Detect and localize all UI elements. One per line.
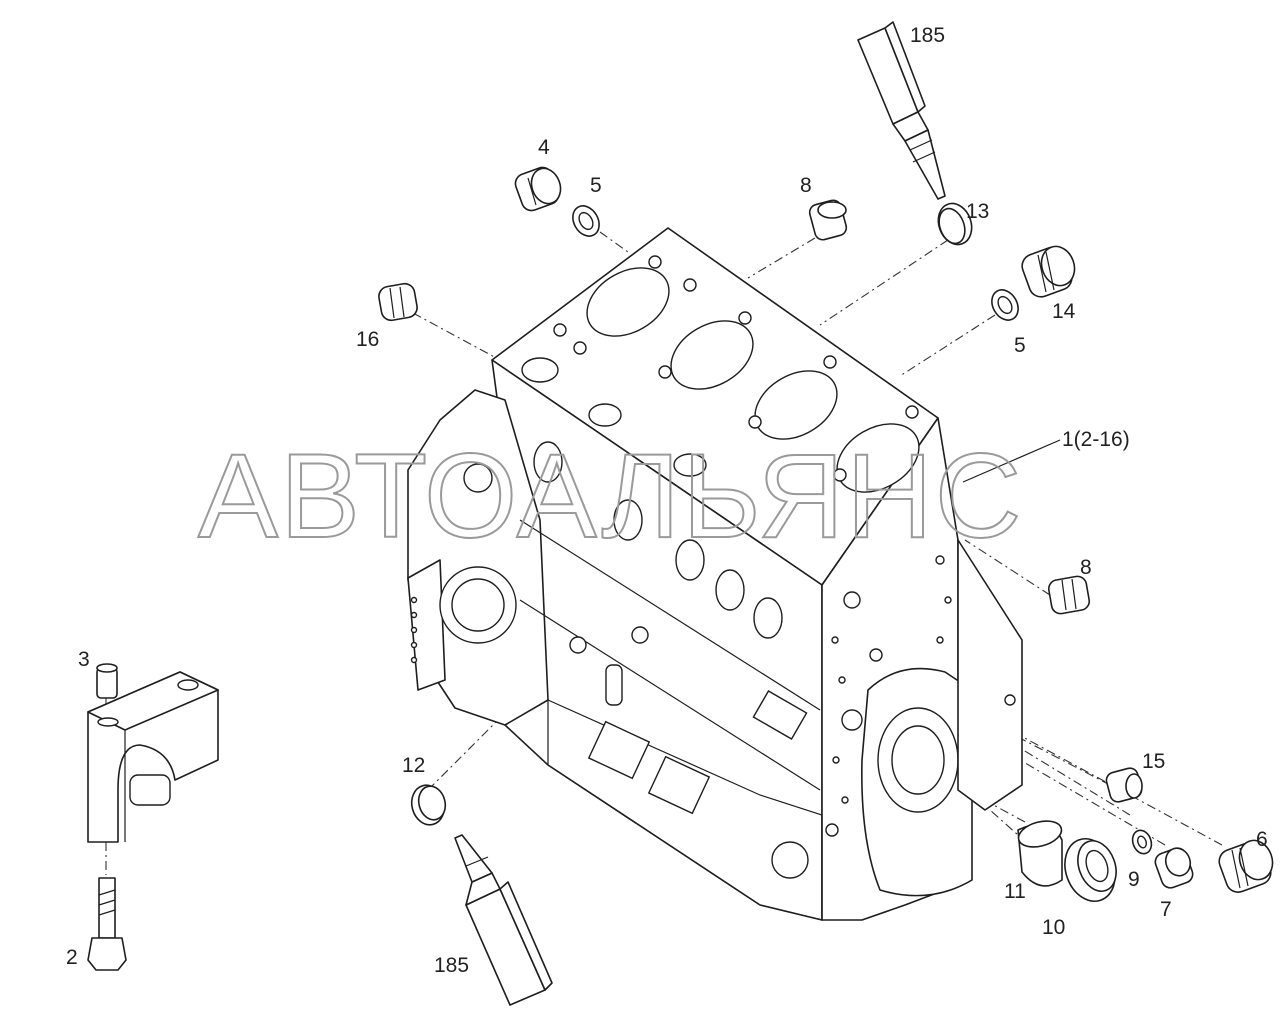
callout-11: 11	[1004, 880, 1026, 903]
bearing-cap-assembly	[87, 663, 219, 971]
callout-5-top: 5	[590, 174, 602, 197]
engine-block	[407, 227, 1023, 921]
callout-16: 16	[356, 328, 379, 351]
plug-14	[1021, 245, 1076, 298]
callout-1: 1(2-16)	[1062, 428, 1130, 451]
callout-8-right: 8	[1080, 556, 1092, 579]
seal-ring-5-right	[991, 289, 1019, 321]
callout-10: 10	[1042, 916, 1065, 939]
callout-2: 2	[66, 946, 78, 969]
callout-13: 13	[966, 200, 989, 223]
washer-9	[1131, 829, 1153, 855]
plug-8-top	[808, 199, 848, 241]
plug-6	[1218, 839, 1274, 893]
seal-10	[1064, 838, 1117, 902]
bearing-cap-bolt	[98, 877, 116, 939]
sealant-tube-bottom	[454, 834, 553, 1006]
callout-4: 4	[538, 136, 550, 159]
seal-ring-5-top	[572, 205, 600, 237]
plug-8-right	[1047, 575, 1091, 615]
cap-12	[410, 784, 447, 826]
callout-6: 6	[1256, 828, 1268, 851]
plug-7	[1154, 847, 1194, 889]
watermark: АВТОАЛЬЯНС	[198, 429, 1023, 563]
callout-9: 9	[1128, 868, 1140, 891]
callout-7: 7	[1160, 898, 1172, 921]
plug-16	[378, 282, 418, 322]
callout-14: 14	[1052, 300, 1076, 323]
callout-15: 15	[1142, 750, 1165, 773]
callout-185-bottom: 185	[434, 954, 469, 977]
callout-5-right: 5	[1014, 334, 1026, 357]
bushing-11	[1017, 820, 1063, 887]
callout-3: 3	[78, 648, 90, 671]
callout-12: 12	[402, 754, 425, 777]
callout-labels: 185 4 5 8 13 14 16 5 1(2-16) 8 3 12 15 6…	[66, 24, 1268, 977]
sealant-tube-top	[857, 21, 946, 200]
callout-8-top: 8	[800, 174, 812, 197]
plug-15	[1105, 767, 1143, 803]
plug-4	[514, 166, 562, 212]
cap-13	[937, 202, 973, 246]
callout-185-top: 185	[910, 24, 945, 47]
